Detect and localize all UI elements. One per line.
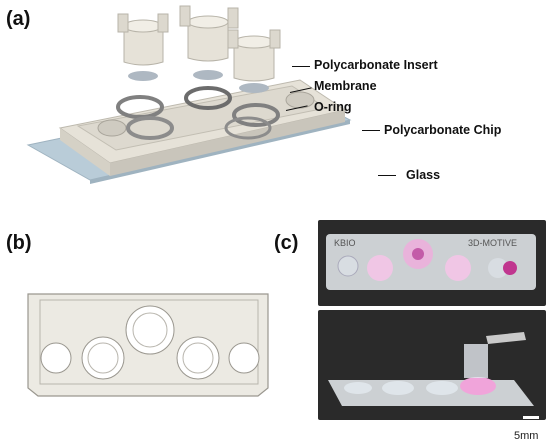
panel-label-b: (b) — [6, 232, 32, 254]
oring-center — [184, 86, 232, 110]
callout-polycarbonate-chip: Polycarbonate Chip — [384, 123, 502, 137]
leader-insert — [292, 66, 310, 67]
membrane-center — [193, 70, 223, 80]
glass-slide-edge — [90, 120, 350, 184]
photo-label-3d-motive: 3D-MOTIVE — [468, 238, 518, 248]
scale-bar-label: 5mm — [514, 430, 539, 442]
chip-cavity — [76, 85, 328, 151]
callout-oring: O-ring — [314, 100, 352, 114]
oring-right-lower — [224, 116, 272, 140]
chip-front — [110, 110, 345, 176]
insert-left — [117, 13, 169, 66]
panel-label-c: (c) — [274, 232, 299, 254]
membrane-right — [239, 83, 269, 93]
callout-membrane: Membrane — [314, 79, 377, 93]
insert-right — [227, 29, 281, 82]
panel-label-a: (a) — [6, 8, 31, 30]
scale-bar — [523, 416, 539, 419]
callout-polycarbonate-insert: Polycarbonate Insert — [314, 58, 438, 72]
chip-side — [60, 128, 110, 176]
well-end-right — [285, 91, 315, 109]
leader-glass — [378, 175, 396, 176]
oring-right — [232, 103, 280, 127]
oring-left-upper — [116, 95, 164, 119]
callout-glass: Glass — [406, 168, 441, 182]
leader-chip — [362, 130, 380, 131]
photo-label-kbio: KBIO — [334, 238, 356, 248]
membrane-left — [128, 71, 158, 81]
insert-center — [179, 5, 239, 62]
oring-left — [126, 116, 174, 140]
photo-perspective-view — [318, 310, 546, 420]
photo-top-view: KBIO 3D-MOTIVE — [318, 220, 546, 306]
